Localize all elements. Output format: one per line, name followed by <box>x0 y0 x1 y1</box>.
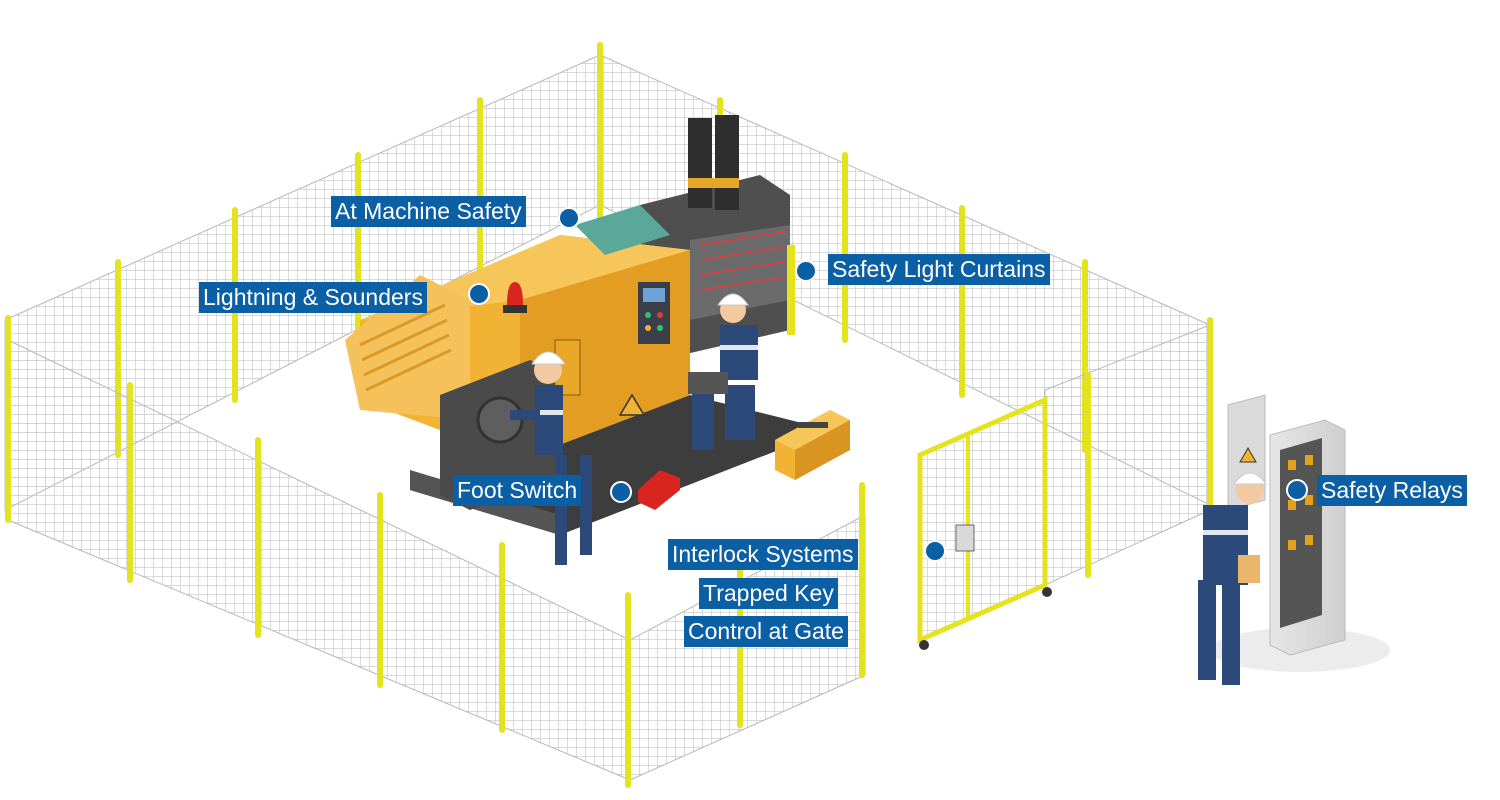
label-control-at-gate: Control at Gate <box>684 616 848 647</box>
toolbox-icon <box>775 410 850 480</box>
gate-icon <box>917 396 1052 650</box>
label-safety-light-curtains: Safety Light Curtains <box>828 254 1050 285</box>
label-lightning-sounders: Lightning & Sounders <box>199 282 427 313</box>
label-interlock-systems: Interlock Systems <box>668 539 858 570</box>
worker-icon <box>1198 472 1267 685</box>
beacon-icon <box>503 282 527 313</box>
hotspot-safety-light-curtains[interactable] <box>795 260 817 282</box>
hotspot-at-machine-safety[interactable] <box>558 207 580 229</box>
label-at-machine-safety: At Machine Safety <box>331 196 526 227</box>
hotspot-interlock[interactable] <box>924 540 946 562</box>
label-foot-switch: Foot Switch <box>453 475 582 506</box>
hotspot-safety-relays[interactable] <box>1286 479 1308 501</box>
foot-switch-icon <box>638 470 680 510</box>
worker-icon <box>688 293 758 450</box>
hotspot-lightning-sounders[interactable] <box>468 283 490 305</box>
hotspot-foot-switch[interactable] <box>610 481 632 503</box>
label-safety-relays: Safety Relays <box>1317 475 1467 506</box>
worker-icon <box>510 351 592 565</box>
label-trapped-key: Trapped Key <box>699 578 838 609</box>
